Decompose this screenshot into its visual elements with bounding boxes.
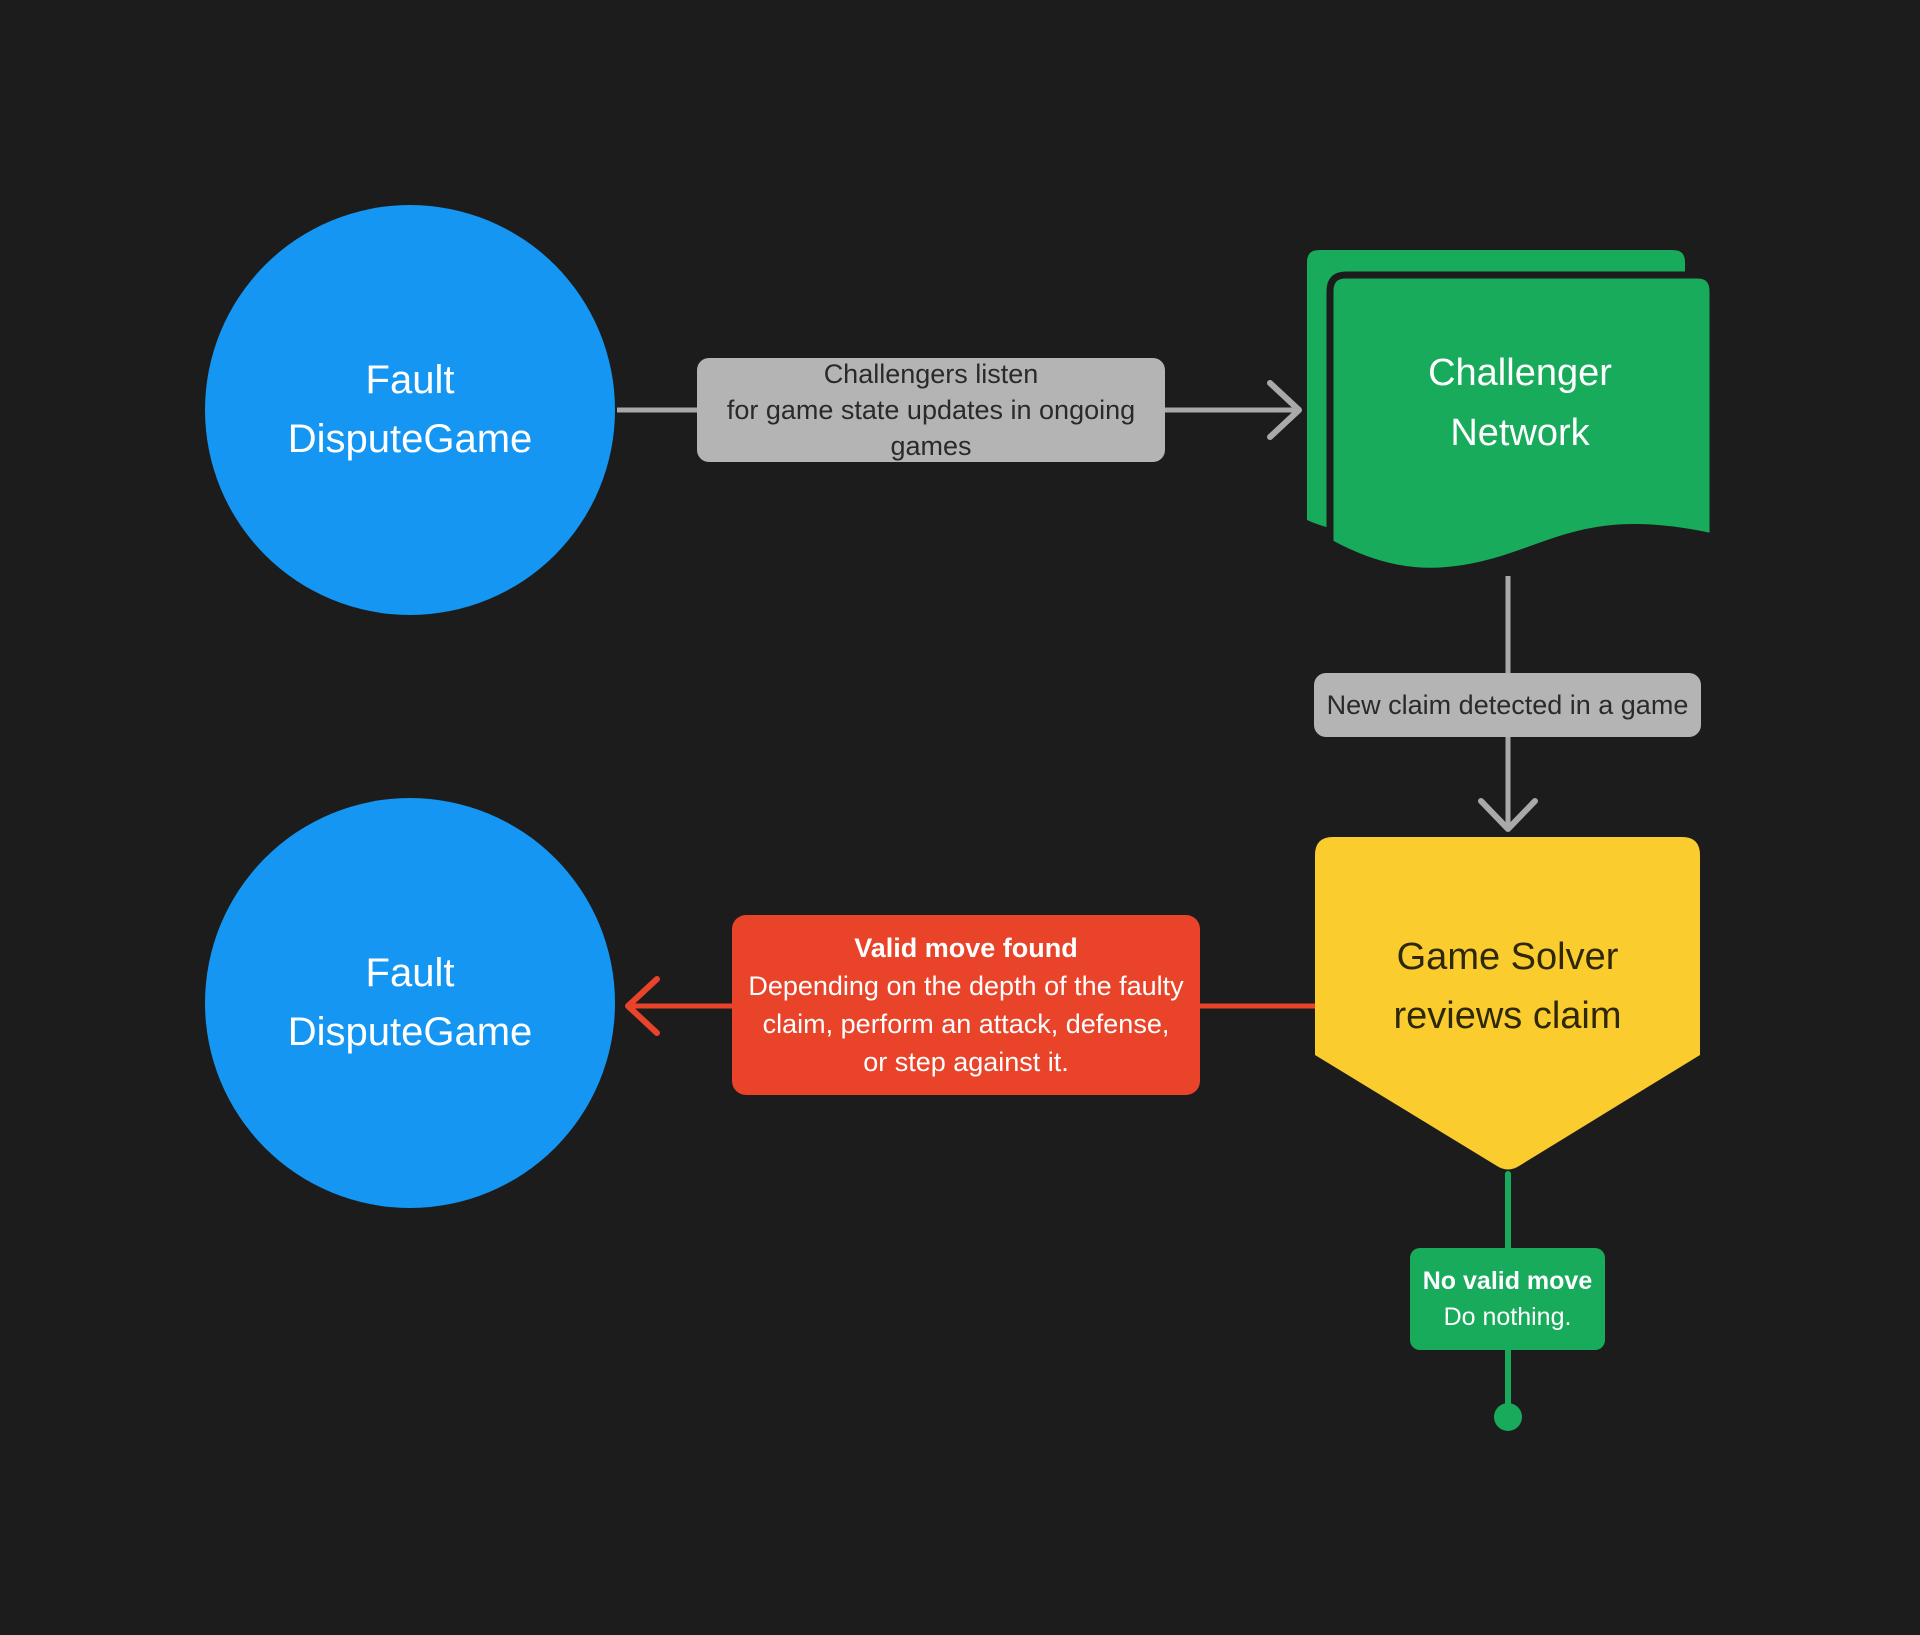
- edge-label-line: claim, perform an attack, defense,: [762, 1009, 1170, 1039]
- edge-label-line: Depending on the depth of the faulty: [748, 971, 1184, 1001]
- edge-label-line: for game state updates in ongoing games: [726, 395, 1136, 461]
- node-label-line: Game Solver: [1396, 936, 1619, 978]
- node-label-line: DisputeGame: [287, 417, 533, 461]
- edge-label-line: or step against it.: [863, 1047, 1069, 1077]
- edge-label-line: Challengers listen: [823, 359, 1039, 389]
- node-fault-disputegame-top: Fault DisputeGame: [205, 205, 615, 615]
- arrowhead-left-icon: [625, 976, 660, 1036]
- node-label-line: DisputeGame: [287, 1010, 533, 1054]
- label-challengers-listen: Challengers listen for game state update…: [697, 358, 1165, 462]
- node-challenger-network: Challenger Network: [1327, 275, 1713, 530]
- edge-label-line: New claim detected in a game: [1326, 690, 1689, 720]
- node-label-line: Challenger: [1428, 351, 1612, 394]
- node-game-solver: Game Solver reviews claim: [1315, 837, 1700, 1137]
- edge-label-title: Valid move found: [854, 933, 1078, 963]
- node-label-line: Fault: [365, 951, 455, 995]
- node-label-line: Network: [1450, 411, 1590, 454]
- node-label-line: Fault: [365, 358, 455, 402]
- terminal-dot: [1494, 1403, 1522, 1431]
- label-valid-move-found: Valid move found Depending on the depth …: [732, 915, 1200, 1095]
- label-new-claim: New claim detected in a game: [1314, 673, 1701, 737]
- edge-label-line: Do nothing.: [1443, 1303, 1572, 1331]
- edge-label-title: No valid move: [1422, 1267, 1593, 1295]
- label-no-valid-move: No valid move Do nothing.: [1410, 1248, 1605, 1350]
- document-shape-front: [1326, 271, 1717, 575]
- arrowhead-down-icon: [1478, 798, 1538, 832]
- node-fault-disputegame-bottom: Fault DisputeGame: [205, 798, 615, 1208]
- node-label-line: reviews claim: [1393, 995, 1622, 1037]
- arrowhead-right-icon: [1267, 380, 1302, 440]
- banner-shape-game-solver: [1315, 837, 1700, 1170]
